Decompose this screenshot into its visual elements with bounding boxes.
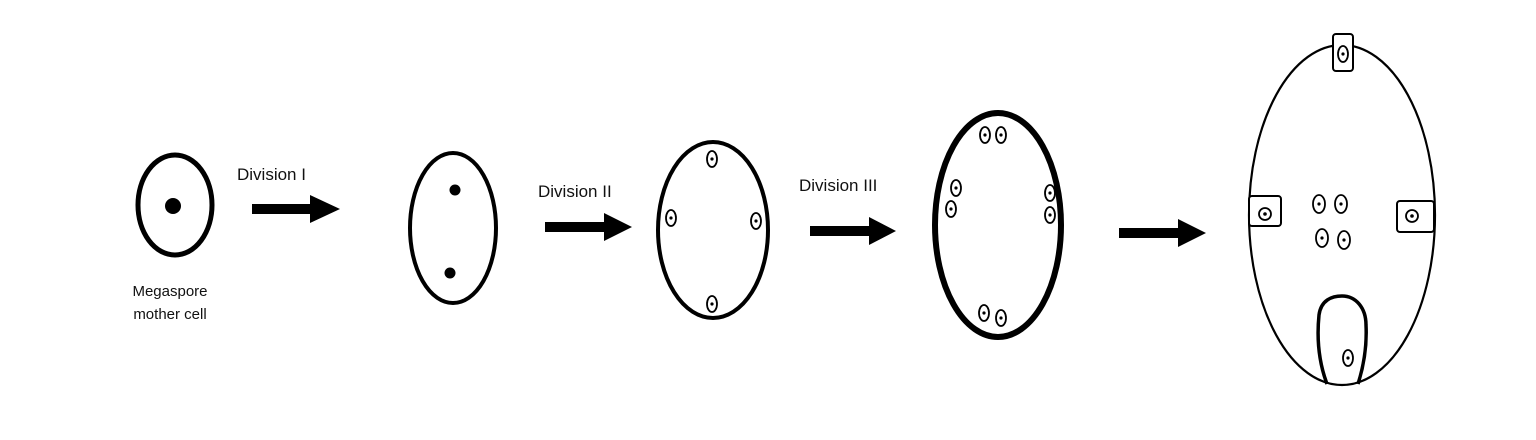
embryo-sac <box>1247 33 1437 387</box>
nucleus <box>979 126 991 144</box>
polar-nuclei <box>1312 194 1351 250</box>
nucleus <box>444 267 456 279</box>
nucleus <box>750 212 762 230</box>
nucleus <box>978 304 990 322</box>
arrow-icon <box>810 217 896 245</box>
synergid-cell <box>1396 200 1435 233</box>
arrow-icon <box>545 213 632 241</box>
synergid-cell <box>1248 195 1282 227</box>
caption-line-2: mother cell <box>133 306 206 323</box>
nucleus <box>950 179 962 197</box>
egg-cell <box>1316 294 1368 385</box>
antipodal-cell <box>1332 33 1354 72</box>
arrow-icon <box>1119 219 1206 247</box>
arrow-icon <box>252 195 340 223</box>
nucleus <box>706 295 718 313</box>
two-nucleate-cell <box>408 151 498 305</box>
nucleus <box>1044 184 1056 202</box>
nucleus <box>995 126 1007 144</box>
division-2-label: Division II <box>538 182 612 201</box>
nucleus <box>706 150 718 168</box>
nucleus <box>1044 206 1056 224</box>
eight-nucleate-cell <box>932 110 1064 340</box>
nucleus <box>995 309 1007 327</box>
division-3-label: Division III <box>799 176 877 195</box>
nucleus <box>945 200 957 218</box>
nucleus <box>449 184 461 196</box>
nucleus <box>165 198 181 214</box>
megaspore-mother-cell <box>135 152 215 258</box>
nucleus <box>665 209 677 227</box>
caption-line-1: Megaspore <box>132 283 207 300</box>
four-nucleate-cell <box>656 140 770 320</box>
division-1-label: Division I <box>237 165 306 184</box>
